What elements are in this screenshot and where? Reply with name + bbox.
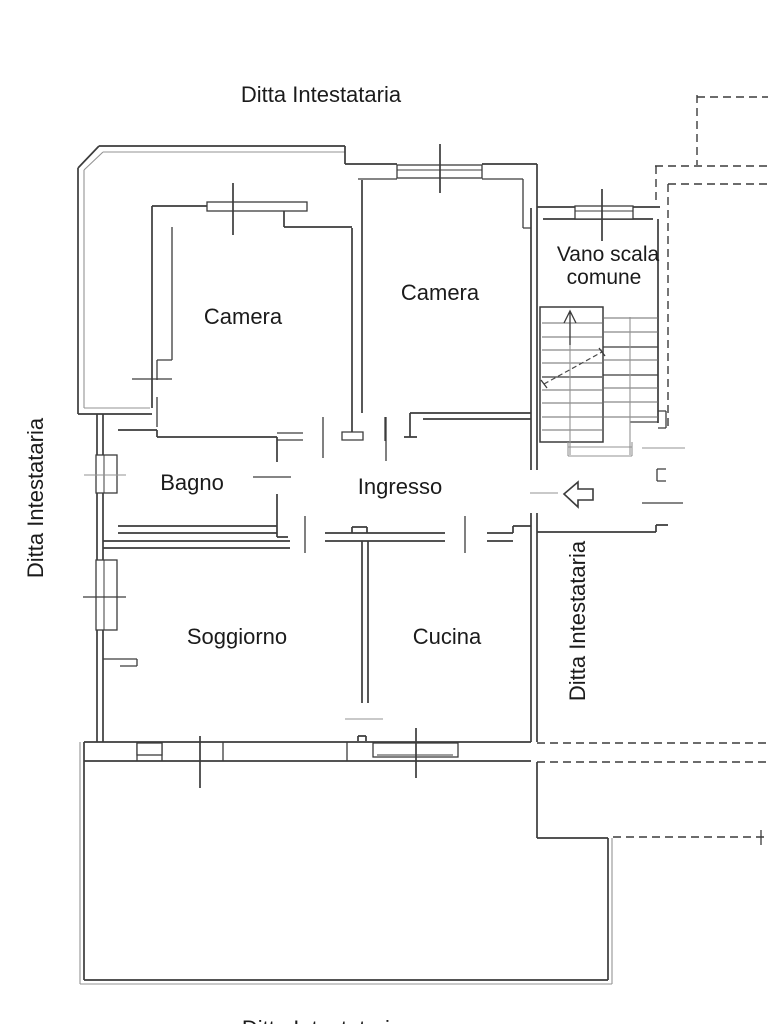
- bagno-walls: [118, 429, 303, 538]
- soggiorno-cucina-divider: [103, 541, 383, 741]
- room-label-camera-left: Camera: [203, 304, 283, 329]
- window-symbols: [83, 144, 634, 778]
- room-label-vano-scala-line1: Vano scala: [556, 243, 660, 266]
- dashed-boundary-lines: [537, 95, 768, 845]
- room-label-camera-right: Camera: [400, 280, 480, 305]
- room-label-vano-scala-line2: comune: [566, 266, 642, 289]
- room-label-cucina: Cucina: [412, 624, 482, 649]
- boundary-label-top: Ditta Intestataria: [240, 82, 402, 107]
- room-label-ingresso: Ingresso: [357, 474, 443, 499]
- terrace-outline: [79, 742, 613, 985]
- balcony-outline: [77, 145, 345, 415]
- boundary-label-bottom: Ditta Intestataria: [242, 1016, 402, 1024]
- camera-divider-walls: [322, 180, 531, 461]
- entrance-arrow-icon: [562, 480, 594, 509]
- interior-walls-middle: [103, 516, 531, 553]
- stairs-up-arrow-icon: [563, 309, 577, 345]
- boundary-label-left: Ditta Intestataria: [23, 417, 48, 579]
- staircase: [539, 306, 658, 457]
- stairs-break-line-icon: [543, 351, 603, 385]
- exterior-wall-bottom: [84, 736, 531, 788]
- room-label-bagno: Bagno: [160, 470, 224, 495]
- boundary-label-right: Ditta Intestataria: [565, 540, 590, 702]
- room-label-soggiorno: Soggiorno: [186, 624, 288, 649]
- exterior-wall-top: [344, 146, 538, 229]
- exterior-wall-right: [530, 208, 668, 742]
- landing-details: [642, 447, 685, 504]
